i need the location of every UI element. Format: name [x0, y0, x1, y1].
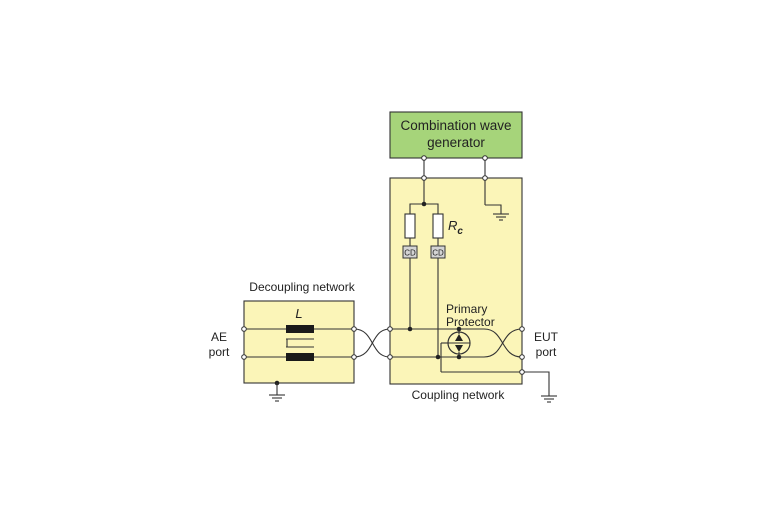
coupling-in-terminal-top — [387, 326, 393, 332]
decoupling-out-terminal-bottom — [351, 354, 357, 360]
decoupling-network-box — [243, 300, 355, 384]
resistor-label: Rc — [448, 218, 463, 237]
protector-label-line1: Primary — [446, 302, 487, 316]
decoupling-network-label: Decoupling network — [249, 280, 355, 294]
coupling-terminal-top-right — [482, 175, 488, 181]
svg-text:CD: CD — [404, 249, 416, 258]
generator-label-line1: Combination wave — [400, 118, 511, 133]
cd-element-right: CD — [430, 245, 446, 259]
ae-port-label-line1: AE — [211, 330, 227, 344]
generator-label-line2: generator — [427, 135, 485, 150]
eut-port-label-line1: EUT — [534, 330, 559, 344]
resistor-left — [404, 213, 416, 239]
coupling-network-box — [389, 177, 523, 385]
generator-terminal-left — [421, 155, 427, 161]
twisted-pair-right-a — [460, 328, 523, 358]
twisted-pair-left-b — [353, 328, 391, 358]
protector-junction-top — [456, 326, 462, 332]
ae-terminal-bottom — [241, 354, 247, 360]
resistor-right — [432, 213, 444, 239]
ae-terminal-top — [241, 326, 247, 332]
gen-ground-wire — [485, 204, 502, 214]
coupling-junction-top — [407, 326, 413, 332]
inductor-label: L — [295, 306, 302, 321]
twisted-pair-right-b — [460, 328, 523, 358]
coupling-network-label: Coupling network — [412, 388, 506, 402]
decoupling-ground-icon — [269, 394, 285, 402]
resistor-bus-junction — [421, 201, 427, 207]
coupling-junction-bottom — [435, 354, 441, 360]
eut-terminal-ground — [519, 369, 525, 375]
protector-junction-bottom — [456, 354, 462, 360]
cd-element-left: CD — [402, 245, 418, 259]
ae-port-label-line2: port — [209, 345, 230, 359]
eut-ground-wire — [522, 371, 550, 396]
eut-ground-icon — [541, 395, 557, 403]
eut-terminal-top — [519, 326, 525, 332]
generator-terminal-right — [482, 155, 488, 161]
generator-box — [389, 111, 523, 159]
coupling-in-terminal-bottom — [387, 354, 393, 360]
gen-ground-icon — [493, 213, 509, 221]
primary-protector-icon — [440, 329, 471, 372]
inductor-core-top — [286, 325, 314, 333]
coupling-terminal-top-left — [421, 175, 427, 181]
svg-text:CD: CD — [432, 249, 444, 258]
eut-port-label-line2: port — [536, 345, 557, 359]
inductor-core-bottom — [286, 353, 314, 361]
protector-label-line2: Protector — [446, 315, 495, 329]
decoupling-out-terminal-top — [351, 326, 357, 332]
eut-terminal-bottom — [519, 354, 525, 360]
